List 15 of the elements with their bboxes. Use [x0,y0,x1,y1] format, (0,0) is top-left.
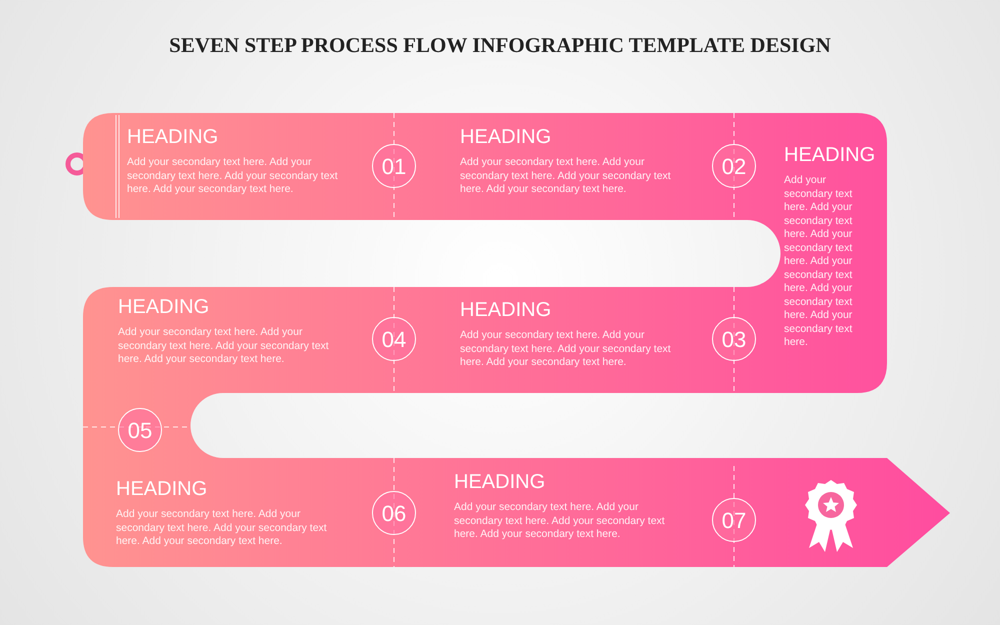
step-description: Add your secondary text here. Add your secondary text here. Add your secondary text here. Add your secondary text here. [127,156,339,196]
step-heading: HEADING [454,470,546,495]
step-description: Add your secondary text here. Add your secondary text here. Add your secondary text here. Add your secondary text here. [118,326,330,366]
step-heading: HEADING [127,125,220,150]
step-description: Add your secondary text here. Add your secondary text here. Add your secondary text here. Add your secondary text here. [460,329,672,370]
step-heading: HEADING [118,295,210,320]
step-description: Add your secondary text here. Add your secondary text here. Add your secondary text here. Add your secondary text here. Add your secondary text here. Add your secondary text here. [784,174,854,350]
step-heading: HEADING [784,143,876,168]
step-description: Add your secondary text here. Add your secondary text here. Add your secondary text here. Add your secondary text here. [454,501,666,542]
title: SEVEN STEP PROCESS FLOW INFOGRAPHIC TEMPLATE DESIGN [168,32,832,59]
step-heading: HEADING [460,125,552,150]
step-heading: HEADING [116,477,208,502]
step-heading: HEADING [460,298,552,323]
step-description: Add your secondary text here. Add your secondary text here. Add your secondary text here. Add your secondary text here. [116,508,328,548]
step-description: Add your secondary text here. Add your secondary text here. Add your secondary text here. Add your secondary text here. [460,156,672,196]
